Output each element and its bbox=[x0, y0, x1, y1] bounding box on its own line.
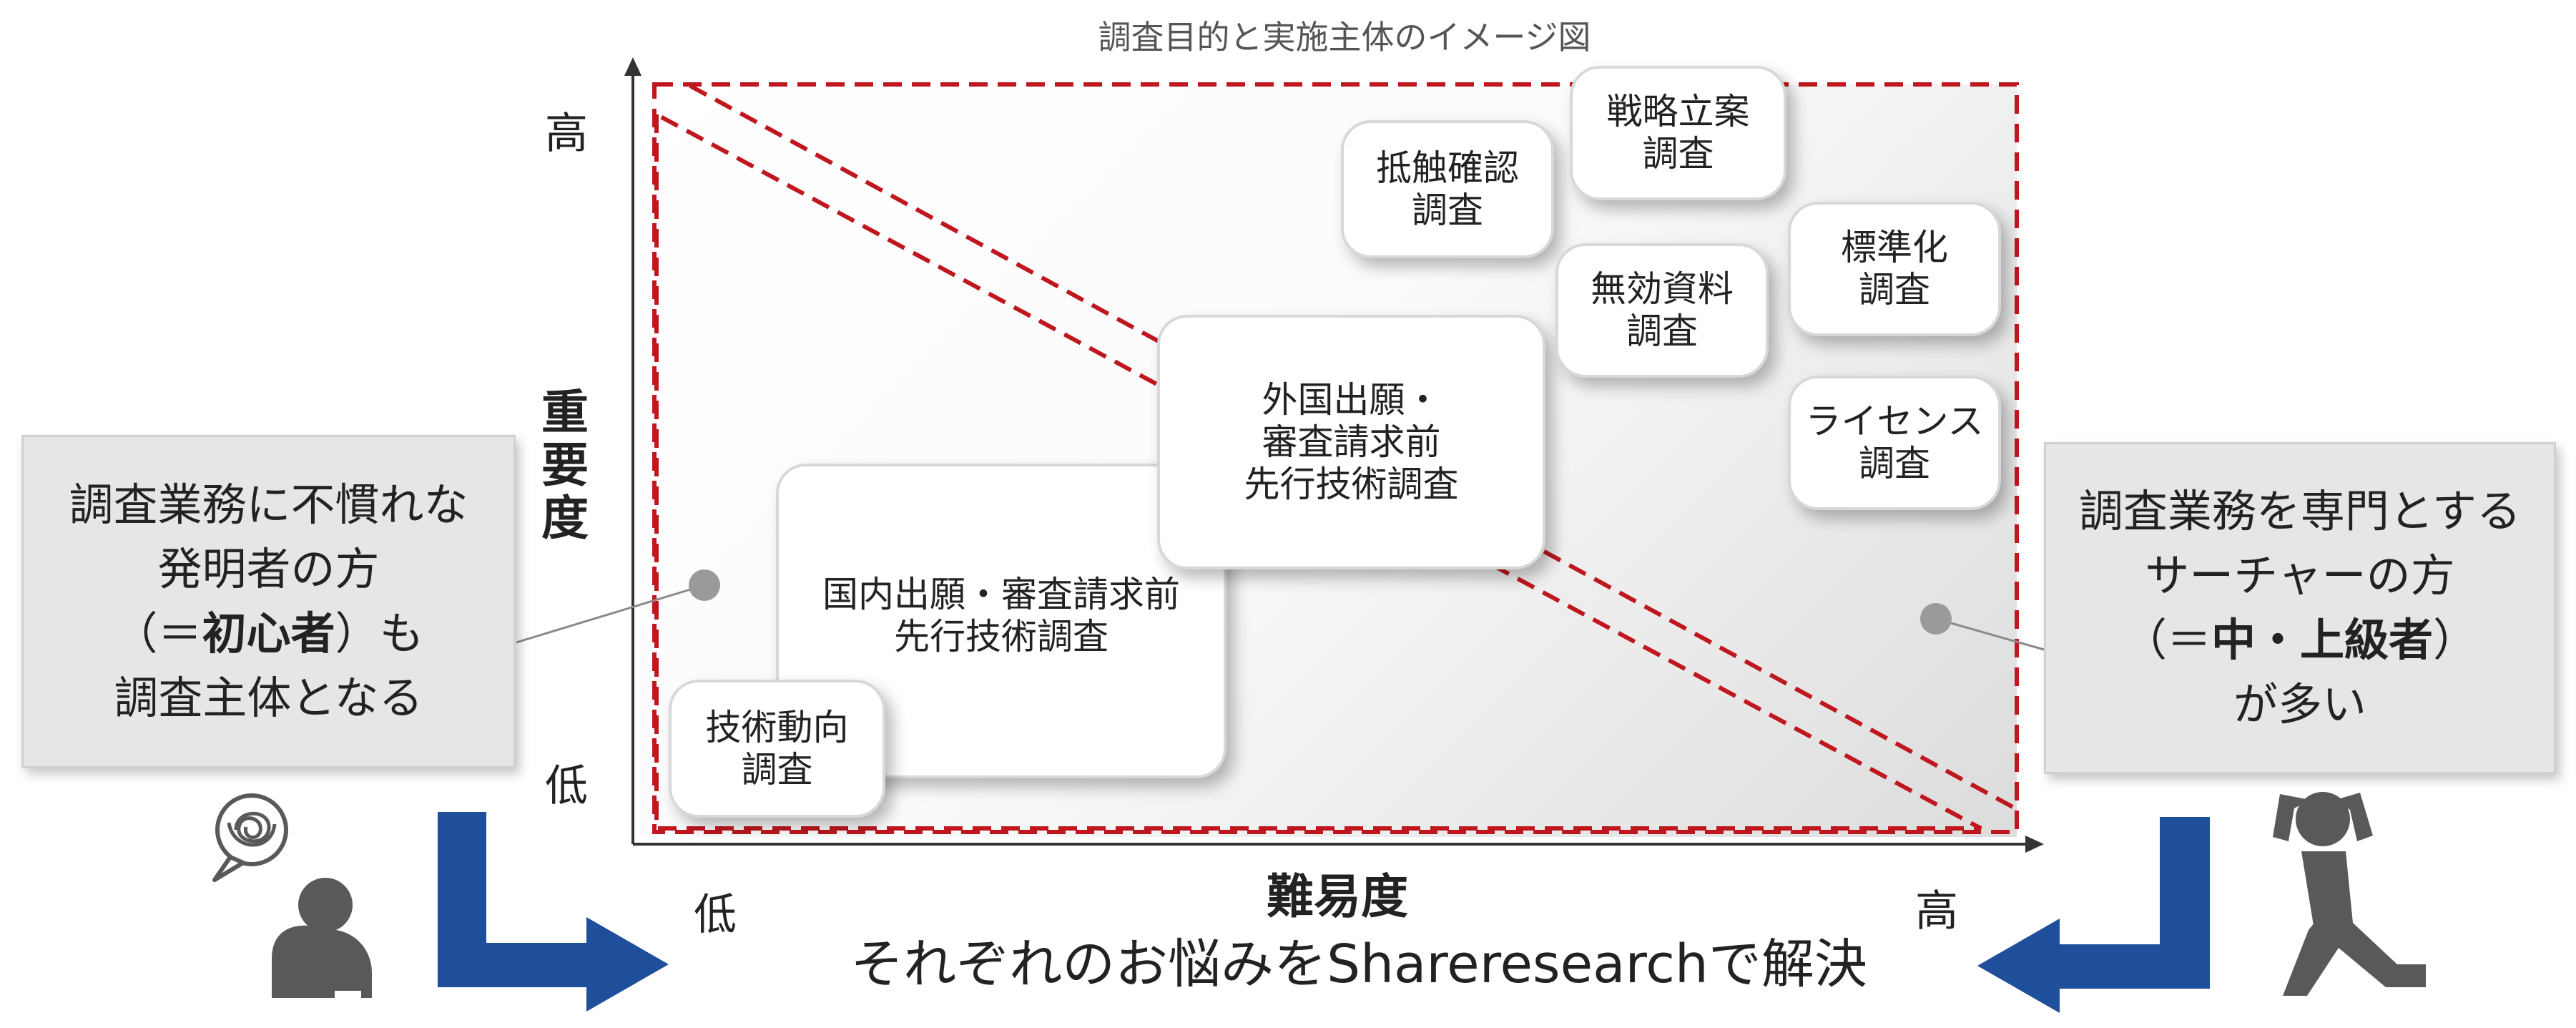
card-line: 無効資料 bbox=[1591, 268, 1734, 310]
card-invalidation: 無効資料 調査 bbox=[1555, 243, 1769, 378]
expert-line: （＝中・上級者） bbox=[2123, 608, 2477, 672]
card-line: 調査 bbox=[1626, 310, 1698, 352]
beginner-description-box: 調査業務に不慣れな 発明者の方 （＝初心者）も 調査主体となる bbox=[21, 435, 516, 768]
x-axis-low-label: 低 bbox=[694, 890, 737, 940]
y-axis-title-char: 度 bbox=[541, 490, 589, 546]
y-axis-title: 重 要 度 bbox=[536, 386, 594, 545]
expert-paren-open: （＝ bbox=[2122, 614, 2211, 666]
beginner-paren-close: ）も bbox=[335, 607, 424, 660]
beginner-line: 調査主体となる bbox=[114, 671, 423, 724]
card-line: 戦略立案 bbox=[1606, 91, 1750, 132]
card-standardization: 標準化 調査 bbox=[1788, 202, 2001, 336]
card-infringement: 抵触確認 調査 bbox=[1341, 120, 1554, 258]
x-axis-arrowhead bbox=[2025, 836, 2044, 853]
beginner-paren-open: （＝ bbox=[113, 607, 202, 660]
expert-line: 調査業務を専門とする bbox=[2078, 485, 2522, 538]
y-axis-high-label: 高 bbox=[545, 109, 588, 159]
card-line: 国内出願・審査請求前 bbox=[822, 574, 1180, 615]
y-axis-title-char: 重 bbox=[541, 385, 589, 440]
expert-line: が多い bbox=[2233, 677, 2366, 730]
kneeling-person-icon bbox=[2273, 792, 2426, 996]
expert-line: サーチャーの方 bbox=[2145, 549, 2455, 602]
card-license: ライセンス 調査 bbox=[1788, 376, 2001, 510]
card-line: 標準化 bbox=[1841, 227, 1948, 268]
card-line: 調査 bbox=[1412, 189, 1483, 231]
expert-description-box: 調査業務を専門とする サーチャーの方 （＝中・上級者） が多い bbox=[2044, 442, 2556, 774]
confused-person-icon bbox=[272, 878, 372, 998]
y-axis-arrowhead bbox=[624, 57, 641, 76]
card-line: 調査 bbox=[1859, 443, 1930, 484]
card-line: 審査請求前 bbox=[1262, 421, 1441, 463]
card-line: 調査 bbox=[1642, 133, 1714, 175]
x-axis-high-label: 高 bbox=[1915, 886, 1958, 936]
left-blue-arrow bbox=[438, 812, 669, 1012]
card-line: 先行技術調査 bbox=[894, 616, 1108, 657]
card-line: 調査 bbox=[741, 748, 813, 790]
card-line: ライセンス bbox=[1805, 401, 1984, 442]
y-axis-title-char: 要 bbox=[541, 437, 589, 493]
right-marker bbox=[1920, 603, 1952, 635]
card-line: 先行技術調査 bbox=[1244, 463, 1459, 505]
expert-paren-close: ） bbox=[2433, 614, 2478, 666]
beginner-line: 調査業務に不慣れな bbox=[69, 479, 468, 532]
right-blue-arrow bbox=[1977, 817, 2210, 1013]
x-axis-title: 難易度 bbox=[1267, 869, 1408, 924]
card-strategy: 戦略立案 調査 bbox=[1570, 66, 1786, 200]
card-line: 調査 bbox=[1859, 269, 1930, 310]
left-connector bbox=[516, 584, 705, 644]
tangled-thought-bubble-icon bbox=[212, 793, 288, 882]
diagram-title: 調査目的と実施主体のイメージ図 bbox=[1098, 18, 1591, 57]
card-foreign-prior-art: 外国出願・ 審査請求前 先行技術調査 bbox=[1157, 315, 1545, 569]
y-axis-low-label: 低 bbox=[545, 761, 588, 811]
card-line: 外国出願・ bbox=[1262, 378, 1441, 421]
beginner-emphasis: 初心者 bbox=[202, 607, 335, 660]
footer-message: それぞれのお悩みをShareresearchで解決 bbox=[850, 934, 1867, 995]
beginner-line: （＝初心者）も bbox=[113, 602, 423, 666]
left-marker bbox=[689, 569, 720, 601]
card-tech-trend: 技術動向 調査 bbox=[669, 680, 885, 818]
card-line: 技術動向 bbox=[705, 706, 849, 748]
card-line: 抵触確認 bbox=[1376, 147, 1519, 189]
beginner-line: 発明者の方 bbox=[157, 543, 380, 596]
right-connector bbox=[1935, 617, 2045, 651]
expert-emphasis: 中・上級者 bbox=[2211, 614, 2433, 666]
